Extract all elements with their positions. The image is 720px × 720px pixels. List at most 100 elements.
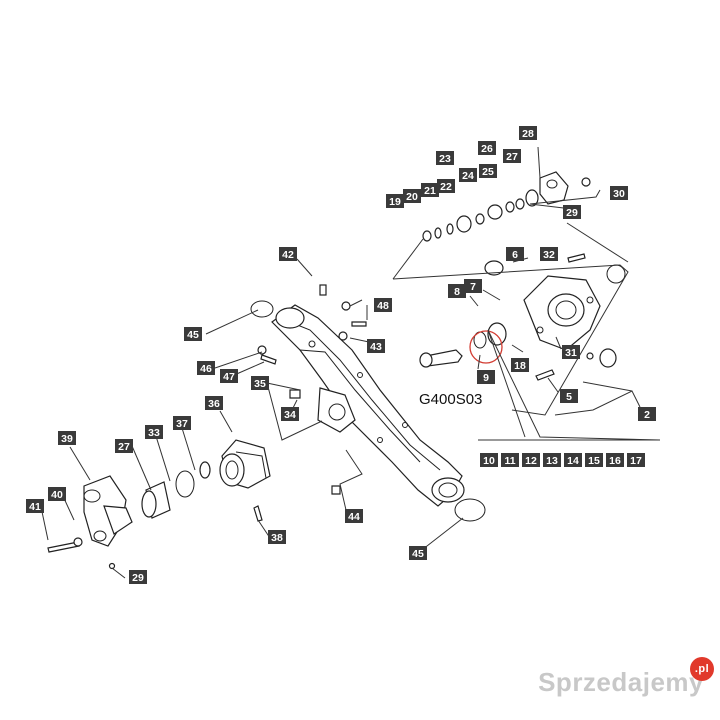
- callout-number: 48: [377, 300, 389, 312]
- callout-5: 5: [560, 389, 578, 403]
- callout-20: 20: [403, 189, 421, 203]
- callout-34: 34: [281, 407, 299, 421]
- callout-39: 39: [58, 431, 76, 445]
- kingpin-28: [539, 171, 591, 205]
- callout-33: 33: [145, 425, 163, 439]
- callout-27: 27: [503, 149, 521, 163]
- callout-number: 2: [644, 409, 650, 421]
- callout-32: 32: [540, 247, 558, 261]
- callout-number: 14: [567, 455, 579, 467]
- callout-12: 12: [522, 453, 540, 467]
- callout-17: 17: [627, 453, 645, 467]
- callout-35: 35: [251, 376, 269, 390]
- callout-number: 25: [482, 166, 494, 178]
- callout-number: 40: [51, 489, 63, 501]
- callout-number: 6: [512, 249, 518, 261]
- callout-number: 5: [566, 391, 572, 403]
- callout-number: 9: [483, 372, 489, 384]
- callout-number: 16: [609, 455, 621, 467]
- callout-number: 7: [470, 281, 476, 293]
- callout-23: 23: [436, 151, 454, 165]
- callout-number: 45: [412, 548, 424, 560]
- callout-30: 30: [610, 186, 628, 200]
- callout-45: 45: [184, 327, 202, 341]
- callout-number: 27: [118, 441, 130, 453]
- knuckle-housing-right: [523, 275, 601, 351]
- callout-number: 24: [462, 170, 474, 182]
- callout-43: 43: [367, 339, 385, 353]
- callout-number: 37: [176, 418, 188, 430]
- part-code: G400S03: [419, 391, 482, 408]
- seal-2: [599, 348, 617, 368]
- callout-number: 35: [254, 378, 266, 390]
- grease-nipple-29: [108, 562, 116, 570]
- callout-24: 24: [459, 168, 477, 182]
- callout-41: 41: [26, 499, 44, 513]
- bearing-27-left: [141, 481, 171, 519]
- callout-number: 11: [504, 455, 515, 467]
- callout-number: 42: [282, 249, 294, 261]
- callout-number: 45: [187, 329, 199, 341]
- callout-13: 13: [543, 453, 561, 467]
- highlight-circle: [469, 330, 503, 364]
- callout-number: 34: [284, 409, 296, 421]
- o-ring-45-left: [250, 300, 274, 318]
- pin-5: [535, 369, 555, 381]
- callout-21: 21: [421, 183, 439, 197]
- callout-37: 37: [173, 416, 191, 430]
- axle-housing: [271, 304, 465, 507]
- callout-number: 28: [522, 128, 534, 140]
- watermark: Sprzedajemy .pl: [538, 657, 714, 698]
- seal-6: [484, 260, 504, 276]
- bolt-32: [567, 253, 586, 263]
- callout-number: 13: [546, 455, 558, 467]
- callout-number: 38: [271, 532, 283, 544]
- callout-number: 31: [565, 347, 577, 359]
- knuckle-39: [83, 475, 133, 547]
- callout-number: 22: [440, 181, 452, 193]
- callout-number: 30: [613, 188, 625, 200]
- o-ring-45-right: [454, 498, 486, 522]
- callout-19: 19: [386, 194, 404, 208]
- callout-number: 29: [566, 207, 578, 219]
- callout-number: 39: [61, 433, 73, 445]
- callout-number: 29: [132, 572, 144, 584]
- washer-stack: [422, 189, 539, 242]
- callout-number: 15: [588, 455, 600, 467]
- callout-7: 7: [464, 279, 482, 293]
- callout-number: 41: [29, 501, 41, 513]
- callout-25: 25: [479, 164, 497, 178]
- callout-45: 45: [409, 546, 427, 560]
- callout-40: 40: [48, 487, 66, 501]
- callout-number: 8: [454, 286, 460, 298]
- callout-16: 16: [606, 453, 624, 467]
- callout-15: 15: [585, 453, 603, 467]
- callout-22: 22: [437, 179, 455, 193]
- callout-number: 12: [525, 455, 537, 467]
- callout-48: 48: [374, 298, 392, 312]
- seal-33: [175, 470, 195, 498]
- callout-number: 17: [630, 455, 642, 467]
- callout-number: 33: [148, 427, 160, 439]
- watermark-text: Sprzedajemy: [538, 667, 704, 697]
- callout-27: 27: [115, 439, 133, 453]
- callout-number: 47: [223, 371, 235, 383]
- callout-number: 26: [481, 143, 493, 155]
- ring-18-left: [487, 322, 507, 346]
- callout-number: 46: [200, 363, 212, 375]
- callout-31: 31: [562, 345, 580, 359]
- callout-29: 29: [129, 570, 147, 584]
- washer-40: [73, 537, 83, 547]
- callout-number: 19: [389, 196, 401, 208]
- callout-42: 42: [279, 247, 297, 261]
- callout-number: 21: [424, 185, 436, 197]
- callout-47: 47: [220, 369, 238, 383]
- callout-number: 32: [543, 249, 555, 261]
- o-ring-30: [606, 264, 626, 284]
- callout-46: 46: [197, 361, 215, 375]
- ring-37: [199, 461, 211, 479]
- callout-29: 29: [563, 205, 581, 219]
- watermark-badge: .pl: [690, 657, 714, 681]
- callout-number: 27: [506, 151, 518, 163]
